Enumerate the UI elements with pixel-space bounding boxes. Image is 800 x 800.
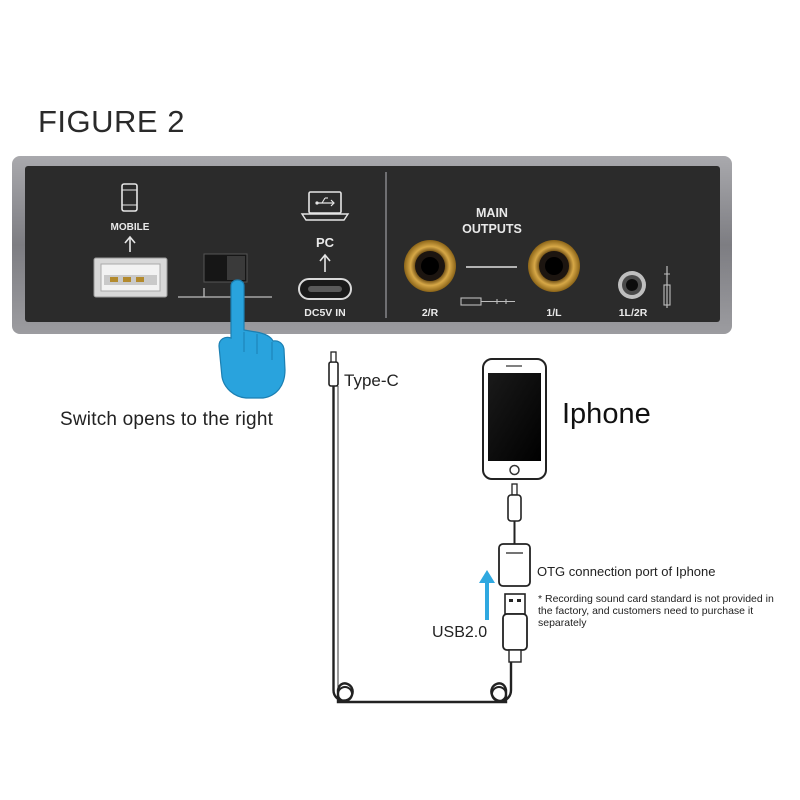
iphone-label: Iphone (562, 398, 651, 430)
switch-note: Switch opens to the right (60, 409, 274, 430)
main-outputs-label-line2: OUTPUTS (462, 222, 522, 236)
mobile-icon (121, 183, 138, 212)
out-left-label: 1/L (546, 307, 562, 319)
laptop-usb-icon (300, 191, 350, 221)
usb-label: USB2.0 (432, 624, 488, 641)
typec-label: Type-C (344, 371, 399, 390)
usb-a-plug (502, 593, 528, 663)
output-jack-right (404, 240, 456, 292)
otg-note: * Recording sound card standard is not p… (538, 593, 774, 629)
mobile-label: MOBILE (111, 222, 150, 233)
figure-title: FIGURE 2 (38, 104, 185, 139)
lightning-cable (507, 483, 522, 544)
headphone-label: 1L/2R (619, 307, 648, 319)
out-right-label: 2/R (422, 307, 439, 319)
dc-label: DC5V IN (304, 307, 345, 319)
jack-plug-icon (460, 297, 515, 306)
usb-c-port (298, 278, 352, 300)
typec-cable (328, 351, 513, 704)
pc-label: PC (316, 235, 335, 250)
pointing-hand-icon (218, 279, 286, 399)
otg-adapter (498, 543, 531, 587)
device-rear-panel: MOBILE (12, 156, 732, 334)
main-outputs-label-line1: MAIN (476, 206, 508, 220)
iphone-device-icon (482, 358, 547, 480)
mini-plug-icon (663, 266, 671, 308)
usb-a-port (93, 257, 168, 298)
arrow-up-icon (319, 253, 331, 272)
otg-label: OTG connection port of Iphone (537, 564, 716, 579)
arrow-up-icon (479, 570, 495, 620)
headphone-jack (618, 271, 646, 299)
output-jack-left (528, 240, 580, 292)
arrow-up-icon (124, 235, 136, 252)
power-switch (178, 253, 272, 298)
